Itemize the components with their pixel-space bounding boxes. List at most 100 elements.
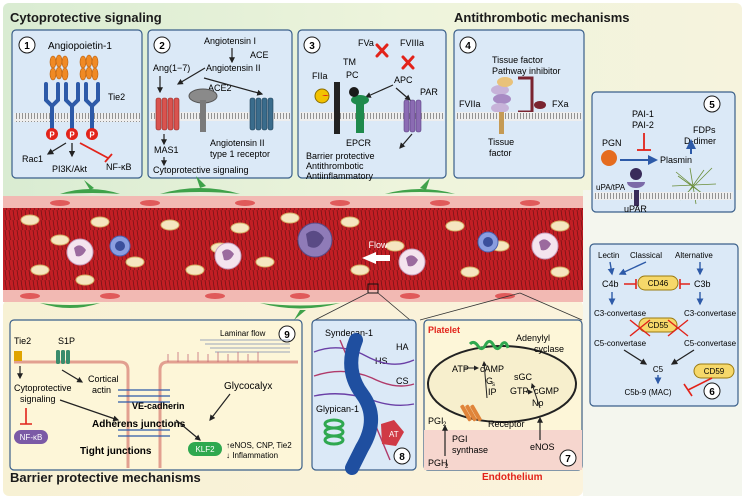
c3-convertase-right: C3-convertase (684, 309, 737, 318)
no-label: No (532, 398, 544, 408)
fxa-label: FXa (552, 99, 569, 109)
panel-4-membrane (456, 112, 582, 121)
effect-barrier: Barrier protective (306, 151, 375, 161)
panel-8-number: 8 (399, 452, 405, 463)
panel-9-barrier: 9 Tie2 S1P Cortical actin Cytoprotective… (9, 319, 303, 471)
platelet-label: Platelet (428, 325, 460, 335)
cyto-label-2: signaling (20, 394, 56, 404)
ang17-label: Ang(1−7) (153, 63, 190, 73)
c4b-label: C4b (602, 279, 619, 289)
panel-6-number: 6 (709, 387, 715, 398)
at-icon (381, 420, 404, 446)
endothelial-nuclei (20, 200, 540, 299)
cd46-label: CD46 (648, 279, 669, 288)
panel-4-number: 4 (465, 41, 471, 52)
phospho-2: P (69, 131, 75, 140)
tissue-factor-label-1: Tissue (488, 137, 514, 147)
mac-label: C5b-9 (MAC) (624, 388, 671, 397)
nfkb-icon-p9 (14, 430, 48, 444)
angiotensin-i-label: Angiotensin I (204, 36, 256, 46)
ip-label: IP (488, 387, 497, 397)
epcr-icon (349, 87, 369, 133)
pi3k-label: PI3K/Akt (52, 164, 88, 174)
pgi2-label: PGI (428, 416, 444, 426)
panel-2-angiotensin: 2 Angiotensin I ACE Angiotensin II Ang(1… (147, 29, 293, 179)
gs-subscript: s (492, 382, 495, 388)
alternative-label: Alternative (675, 251, 713, 260)
endothelium-label: Endothelium (482, 472, 543, 483)
inhibit-x-icon-1 (375, 43, 389, 58)
nfkb-label-p9: NF-κB (20, 433, 43, 442)
gtp-label: GTP (510, 386, 529, 396)
panel-2-membrane (150, 112, 290, 121)
mas1-label: MAS1 (154, 145, 179, 155)
panel-3-number: 3 (309, 41, 315, 52)
tie2-receptor-icon (44, 82, 100, 132)
panel-9-number: 9 (284, 330, 290, 341)
adenylyl-label-2: cyclase (534, 344, 564, 354)
tie2-icon-p9 (14, 351, 22, 361)
pgh2-subscript: 2 (445, 464, 449, 470)
fviia-icon (491, 77, 513, 113)
section-title-cytoprotective: Cytoprotective signaling (10, 10, 162, 25)
cyto-label-1: Cytoprotective (14, 383, 72, 393)
panel-4-tfpi: 4 Tissue factor Pathway inhibitor FVIIa … (453, 29, 585, 179)
cd59-label: CD59 (704, 367, 725, 376)
glypican-icon (323, 418, 345, 446)
red-blood-cells (20, 212, 570, 286)
section-title-barrier: Barrier protective mechanisms (10, 470, 201, 485)
pgi-synthase-label-1: PGI (452, 434, 468, 444)
panel-2-result: Cytoprotective signaling (153, 165, 249, 175)
syndecan-label: Syndecan-1 (325, 328, 373, 338)
syndecan-icon (344, 333, 378, 475)
pai2-label: PAI-2 (632, 120, 654, 130)
tm-label: TM (343, 57, 356, 67)
c5-label: C5 (653, 365, 664, 374)
angiopoietin-label: Angiopoietin-1 (48, 41, 112, 52)
fiia-label: FIIa (312, 71, 328, 81)
at1r-label-2: type 1 receptor (210, 149, 270, 159)
panel-3-protein-c: 3 FVa FVIIIa TM FIIa PC APC PAR (297, 29, 447, 181)
tissue-factor-icon (499, 112, 504, 134)
s1p-label: S1P (58, 336, 75, 346)
panel-5-fibrinolysis: 5 PAI-1 PAI-2 FDPs D-dimer PGN Plasmin u… (591, 91, 736, 214)
upa-label: uPA/tPA (596, 183, 626, 192)
lectin-label: Lectin (598, 251, 619, 260)
section-title-antithrombotic: Antithrombotic mechanisms (454, 10, 630, 25)
enos-label: eNOS (530, 442, 555, 452)
panel-3-membrane (300, 112, 444, 121)
glycocalyx-icon (167, 352, 259, 362)
laminar-label: Laminar flow (220, 329, 266, 338)
effect-antithrombotic: Antithrombotic (306, 161, 364, 171)
laminar-flow-icon (200, 339, 290, 353)
adenylyl-cyclase-icon (468, 339, 510, 351)
tie2-label: Tie2 (108, 92, 125, 102)
pc-label: PC (346, 70, 359, 80)
blood-vessel: Flow (3, 176, 583, 321)
at1-receptor-icon (249, 97, 274, 131)
pai1-label: PAI-1 (632, 109, 654, 119)
s1p-receptor-icon (56, 350, 70, 364)
fviiia-label: FVIIIa (400, 38, 424, 48)
phospho-icons: P P P (46, 128, 98, 140)
adenylyl-label-1: Adenylyl (516, 333, 550, 343)
thrombomodulin-icon (314, 82, 340, 134)
ace2-enzyme-icon (188, 88, 218, 132)
cortical-label-2: actin (92, 385, 111, 395)
ace-label: ACE (250, 50, 269, 60)
ace2-label: ACE2 (208, 83, 232, 93)
panel-5-number: 5 (709, 100, 715, 111)
glycocalyx-label: Glycocalyx (224, 381, 272, 392)
cd46-icon (637, 275, 679, 291)
par-receptor-icon (403, 99, 422, 133)
klf2-label: KLF2 (195, 445, 215, 454)
flow-arrow[interactable]: Flow (362, 240, 390, 264)
ddimer-label: D-dimer (684, 136, 716, 146)
panel-5-membrane (594, 192, 733, 200)
atp-label: ATP (452, 364, 469, 374)
tfpi-label-1: Tissue factor (492, 55, 543, 65)
rac1-label: Rac1 (22, 154, 43, 164)
platelet-membrane-icon (427, 345, 577, 423)
apc-label: APC (394, 75, 413, 85)
enos-effect: ↑eNOS, CNP, Tie2 (226, 441, 292, 450)
